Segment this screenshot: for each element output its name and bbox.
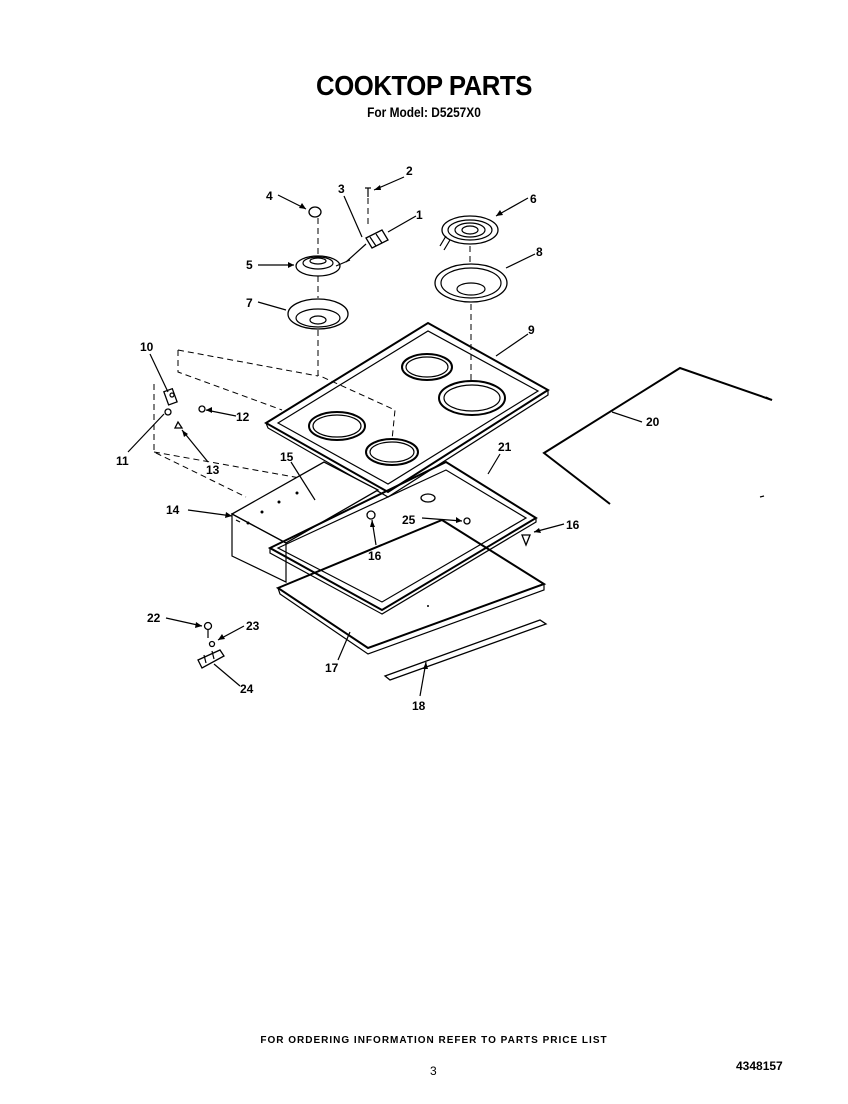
- callout-17: 17: [325, 661, 339, 675]
- page-title: COOKTOP PARTS: [316, 70, 532, 101]
- drip-bowl-part-8: [434, 263, 508, 303]
- knob-part-4: [308, 206, 322, 218]
- alignment-line: [153, 451, 301, 479]
- screw-part-12: [198, 405, 206, 413]
- callout-24: 24: [240, 682, 254, 696]
- receptacle-part-1: [365, 229, 389, 249]
- callout-22: 22: [147, 611, 161, 625]
- wire-harness-part-20: [542, 366, 773, 505]
- callout-16b: 16: [566, 518, 580, 532]
- front-trim-part-14: [230, 461, 380, 583]
- callout-18: 18: [412, 699, 426, 713]
- callout-8: 8: [536, 245, 543, 259]
- clip-part-13: [173, 420, 184, 429]
- screw-part-25: [463, 517, 471, 525]
- screw-part-2: [365, 187, 371, 197]
- bracket-part-24: [197, 649, 225, 669]
- callout-11: 11: [116, 454, 129, 468]
- screw-part-16: [366, 510, 376, 520]
- alignment-line: [177, 349, 319, 377]
- callout-3: 3: [338, 182, 345, 196]
- screw-part-16: [521, 534, 531, 547]
- cooktop-top-part-9: [264, 321, 550, 498]
- callout-16a: 16: [368, 549, 382, 563]
- alignment-line: [153, 384, 247, 498]
- callout-10: 10: [140, 340, 154, 354]
- callout-7: 7: [246, 296, 253, 310]
- page-number: 3: [430, 1064, 437, 1078]
- lower-pan-part-17: [275, 518, 547, 655]
- small-burner-part-5: [295, 255, 351, 277]
- washer-part-23: [208, 640, 216, 648]
- burner-box-part-21: [267, 460, 538, 615]
- alignment-line: [177, 350, 283, 411]
- callout-20: 20: [646, 415, 660, 429]
- callout-15: 15: [280, 450, 294, 464]
- large-burner-part-6: [439, 215, 499, 251]
- trim-strip-part-18: [383, 619, 548, 681]
- drip-bowl-part-7: [287, 298, 349, 330]
- callout-14: 14: [166, 503, 180, 517]
- callout-21: 21: [498, 440, 512, 454]
- callout-23: 23: [246, 619, 260, 633]
- screw-part-22: [203, 621, 213, 638]
- callout-12: 12: [236, 410, 250, 424]
- screw-part-11: [164, 408, 172, 416]
- callout-1: 1: [416, 208, 423, 222]
- callout-5: 5: [246, 258, 253, 272]
- callout-13: 13: [206, 463, 220, 477]
- callout-2: 2: [406, 164, 413, 178]
- ordering-note: FOR ORDERING INFORMATION REFER TO PARTS …: [260, 1035, 608, 1046]
- callout-6: 6: [530, 192, 537, 206]
- callout-9: 9: [528, 323, 535, 337]
- leader-lines: [127, 176, 643, 697]
- model-subtitle: For Model: D5257X0: [367, 104, 481, 120]
- alignment-line: [317, 330, 396, 441]
- callout-4: 4: [266, 189, 273, 203]
- document-number: 4348157: [736, 1059, 783, 1073]
- callout-25: 25: [402, 513, 416, 527]
- wire-part-3: [345, 243, 367, 263]
- hinge-part-10: [163, 387, 178, 406]
